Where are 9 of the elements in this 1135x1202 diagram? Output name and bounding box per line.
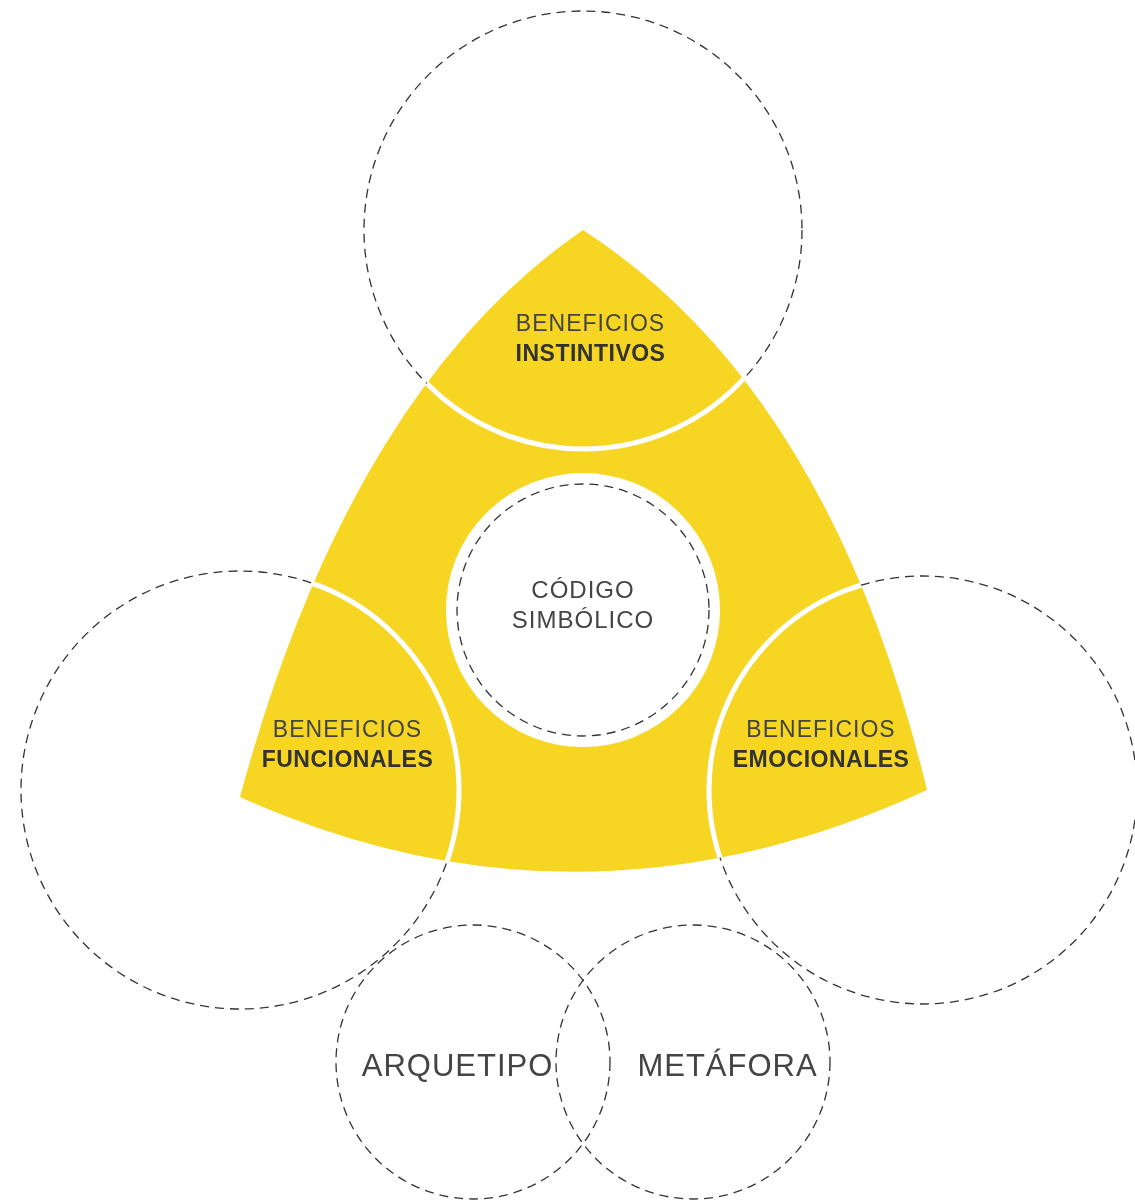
segment-heading: BENEFICIOS — [271, 716, 424, 743]
segment-heading: BENEFICIOS — [514, 310, 667, 337]
center-label: CÓDIGO SIMBÓLICO — [510, 575, 656, 635]
circle-label: ARQUETIPO — [360, 1048, 555, 1084]
segment-heading: BENEFICIOS — [745, 716, 897, 743]
segment-title: INSTINTIVOS — [514, 340, 667, 367]
circle-label: METÁFORA — [636, 1048, 819, 1084]
segment-title: EMOCIONALES — [731, 746, 911, 773]
segment-title: FUNCIONALES — [260, 746, 435, 773]
